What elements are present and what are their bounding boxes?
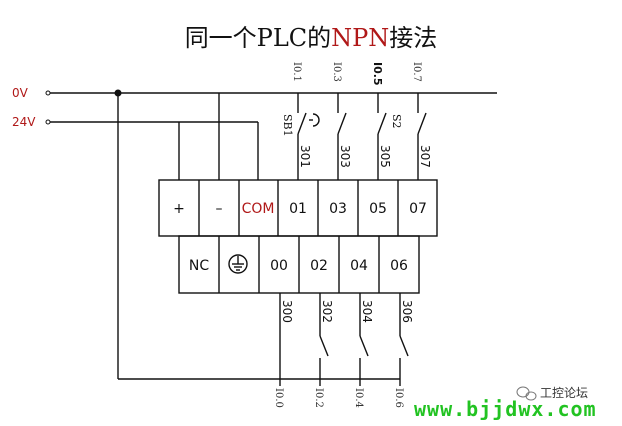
title-suffix: 接法	[389, 24, 438, 52]
switch-i07	[417, 112, 427, 135]
terminal-01: 01	[289, 201, 307, 217]
terminal-06: 06	[390, 258, 408, 274]
label-sb1: SB1	[281, 114, 294, 137]
terminal-05: 05	[369, 201, 387, 217]
wire-300: 300	[280, 300, 294, 323]
wire-304: 304	[360, 300, 374, 323]
switch-i06	[399, 335, 409, 357]
addr-i05: I0.5	[371, 62, 384, 86]
site-watermark: www.bjjdwx.com	[414, 397, 597, 421]
terminal-02: 02	[310, 258, 328, 274]
ground-icon	[228, 254, 248, 274]
switch-sb1	[297, 112, 307, 135]
terminal-04: 04	[350, 258, 368, 274]
addr-i01: I0.1	[291, 62, 302, 82]
terminal-nc: NC	[189, 258, 209, 274]
terminal-plus: +	[173, 201, 185, 217]
wire-305: 305	[378, 145, 392, 168]
addr-i03: I0.3	[331, 62, 342, 82]
wire-301: 301	[298, 145, 312, 168]
addr-i04: I0.4	[353, 388, 364, 408]
addr-i06: I0.6	[393, 388, 404, 408]
terminal-0v-dot	[45, 90, 51, 96]
switch-i02	[319, 335, 329, 357]
addr-i07: I0.7	[411, 62, 422, 82]
terminal-minus: –	[216, 201, 223, 217]
terminal-com: COM	[242, 201, 275, 217]
terminal-03: 03	[329, 201, 347, 217]
label-s2: S2	[390, 114, 403, 129]
terminal-00: 00	[270, 258, 288, 274]
wire-303: 303	[338, 145, 352, 168]
wechat-icon	[516, 386, 537, 401]
title-prefix: 同一个PLC的	[184, 24, 332, 52]
wire-307: 307	[418, 145, 432, 168]
diagram-title: 同一个PLC的NPN接法	[0, 18, 622, 53]
addr-i02: I0.2	[313, 388, 324, 408]
switch-i04	[359, 335, 369, 357]
title-npn: NPN	[331, 24, 390, 52]
switch-s2	[377, 112, 387, 135]
terminal-24v-dot	[45, 119, 51, 125]
switch-i03	[337, 112, 347, 135]
wire-302: 302	[320, 300, 334, 323]
wire-306: 306	[400, 300, 414, 323]
label-0v: 0V	[12, 86, 29, 100]
label-24v: 24V	[12, 115, 36, 129]
addr-i00: I0.0	[273, 388, 284, 408]
wechat-label: 工控论坛	[540, 386, 588, 400]
junction-dot	[114, 89, 122, 97]
terminal-07: 07	[409, 201, 427, 217]
